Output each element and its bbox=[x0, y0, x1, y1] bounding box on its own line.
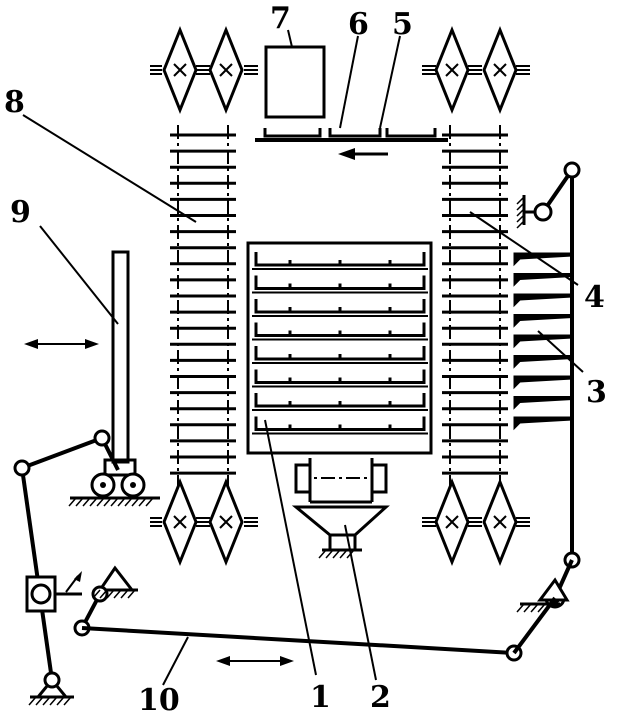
hatch-line bbox=[110, 497, 119, 507]
hatch-line bbox=[120, 589, 129, 599]
left-linkage bbox=[13, 429, 120, 706]
callout-10: 10 bbox=[138, 683, 180, 717]
hatch-line bbox=[131, 497, 140, 507]
connecting-rod bbox=[81, 626, 523, 662]
sprocket-icon bbox=[208, 477, 244, 567]
top-carrier-block bbox=[264, 45, 326, 119]
retainer-tooth bbox=[513, 375, 573, 390]
tray bbox=[252, 346, 428, 364]
hatch-line bbox=[82, 497, 91, 507]
callout-9: 9 bbox=[10, 195, 31, 230]
callout-8: 8 bbox=[4, 85, 25, 120]
tray-stack bbox=[246, 241, 433, 455]
hatch-line bbox=[56, 696, 65, 706]
retainer-tooth bbox=[513, 396, 573, 410]
retainer-tooth bbox=[513, 314, 573, 328]
retainer-tooth bbox=[513, 355, 573, 369]
hatch-line bbox=[516, 208, 525, 217]
tray bbox=[252, 369, 428, 388]
hatch-line bbox=[96, 497, 105, 507]
top-direction-arrow bbox=[338, 148, 388, 160]
retainer-tooth bbox=[513, 293, 573, 308]
left-rocker-pivot bbox=[73, 565, 138, 637]
tray bbox=[252, 393, 428, 411]
sprocket-group bbox=[150, 25, 530, 567]
hatch-line bbox=[117, 497, 126, 507]
hatch-line bbox=[138, 497, 147, 507]
callout-labels: 7 6 5 8 9 4 3 10 1 2 bbox=[4, 1, 607, 717]
rod-double-arrow bbox=[216, 656, 294, 666]
hatch-line bbox=[113, 589, 122, 599]
hatch-line bbox=[127, 589, 136, 599]
callout-7: 7 bbox=[270, 1, 291, 36]
retainer-tooth bbox=[513, 252, 573, 267]
hatch-line bbox=[68, 497, 77, 507]
hatch-line bbox=[318, 549, 327, 559]
hatch-line bbox=[99, 589, 108, 599]
right-chain-conveyor bbox=[442, 125, 508, 488]
hatch-line bbox=[49, 696, 58, 706]
hatch-line bbox=[537, 603, 546, 613]
hatch-line bbox=[28, 696, 37, 706]
sprocket-icon bbox=[162, 477, 198, 567]
tray bbox=[252, 322, 428, 341]
hatch-line bbox=[92, 589, 101, 599]
callout-1: 1 bbox=[310, 680, 331, 715]
hatch-line bbox=[145, 497, 154, 507]
callout-2: 2 bbox=[370, 680, 391, 715]
retainer-teeth bbox=[513, 252, 573, 431]
hatch-line bbox=[516, 214, 525, 223]
sprocket-icon bbox=[208, 25, 244, 115]
sprocket-icon bbox=[482, 25, 518, 115]
callout-5: 5 bbox=[392, 7, 413, 42]
sprocket-icon bbox=[162, 25, 198, 115]
lift-mechanism bbox=[291, 458, 390, 559]
sprocket-icon bbox=[434, 477, 470, 567]
hatch-line bbox=[75, 497, 84, 507]
sprocket-icon bbox=[482, 477, 518, 567]
callout-6: 6 bbox=[348, 7, 369, 42]
tray bbox=[252, 275, 428, 294]
hatch-line bbox=[516, 603, 525, 613]
pusher-arm bbox=[68, 250, 160, 507]
top-rail bbox=[255, 128, 448, 142]
leader-lines bbox=[22, 29, 584, 686]
hatch-line bbox=[332, 549, 341, 559]
hatch-line bbox=[516, 202, 525, 211]
hatch-line bbox=[103, 497, 112, 507]
hatch-line bbox=[124, 497, 133, 507]
callout-3: 3 bbox=[586, 375, 607, 410]
sprocket-icon bbox=[434, 25, 470, 115]
hatch-line bbox=[35, 696, 44, 706]
hatch-line bbox=[530, 603, 539, 613]
hatch-line bbox=[516, 196, 525, 205]
retainer-tooth bbox=[513, 416, 573, 431]
hatch-line bbox=[106, 589, 115, 599]
hatch-line bbox=[89, 497, 98, 507]
left-chain-conveyor bbox=[170, 125, 236, 488]
tray bbox=[252, 299, 428, 317]
callout-4: 4 bbox=[584, 280, 605, 315]
hatch-line bbox=[339, 549, 348, 559]
right-lever bbox=[512, 161, 581, 655]
hatch-line bbox=[516, 220, 525, 229]
hatch-line bbox=[523, 603, 532, 613]
tray bbox=[252, 252, 428, 270]
tray bbox=[252, 416, 428, 435]
pusher-double-arrow bbox=[24, 339, 99, 349]
hatch-line bbox=[63, 696, 72, 706]
hatch-line bbox=[325, 549, 334, 559]
hatch-line bbox=[42, 696, 51, 706]
